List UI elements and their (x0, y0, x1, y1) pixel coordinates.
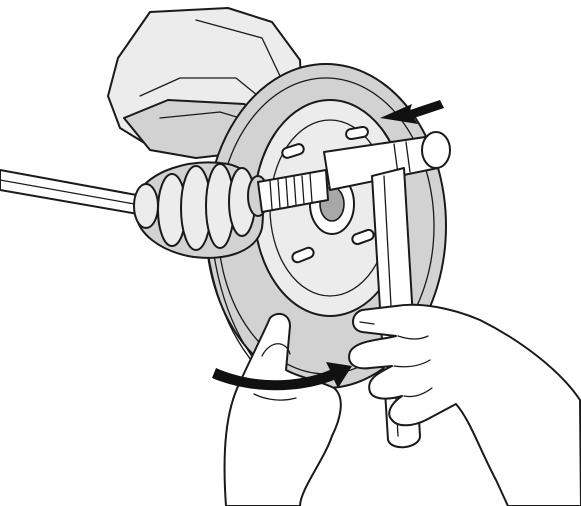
drive-shaft (0, 170, 142, 214)
right-hand (349, 305, 581, 506)
cv-joint-boot (134, 162, 268, 257)
